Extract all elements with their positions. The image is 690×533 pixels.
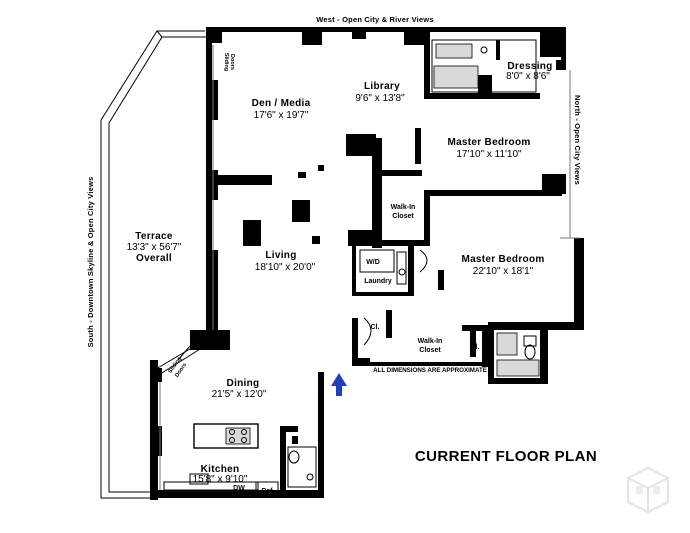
powder-room-fixtures xyxy=(287,446,317,488)
dressing-dims: 8'0" x 8'6" xyxy=(506,71,550,82)
window-lines xyxy=(159,45,580,490)
den-name: Den / Media xyxy=(252,98,311,109)
door-swings xyxy=(177,249,428,361)
south-view-label: South - Downtown Skyline & Open City Vie… xyxy=(86,177,95,348)
approximate-note: All Dimensions are Approximate xyxy=(373,367,487,374)
washer-dryer-label: W/D xyxy=(366,259,380,266)
sliding-doors-1-line2: Doors xyxy=(229,54,235,70)
west-view-label: West - Open City & River Views xyxy=(316,15,433,24)
cube-logo-icon xyxy=(627,466,669,514)
den-dims: 17'6" x 19'7" xyxy=(254,110,309,121)
dishwasher-label: DW xyxy=(233,485,245,492)
walk-in-closet-1-line2: Closet xyxy=(392,213,414,220)
dining-name: Dining xyxy=(227,378,260,389)
dressing-name: Dressing xyxy=(507,61,552,72)
living-name: Living xyxy=(265,250,296,261)
sliding-doors-1-line1: Sliding xyxy=(223,53,229,71)
terrace-dims: 13'3" x 56'7" xyxy=(127,242,182,253)
walk-in-closet-2-line1: Walk-In xyxy=(418,338,443,345)
kitchen-fixtures xyxy=(163,423,279,497)
living-dims: 18'10" x 20'0" xyxy=(255,262,316,273)
walk-in-closet-1-line1: Walk-In xyxy=(391,204,416,211)
terrace-overall: Overall xyxy=(136,253,172,264)
master-bedroom-2-dims: 22'10" x 18'1" xyxy=(473,266,534,277)
exterior-walls xyxy=(150,27,584,500)
closet-2-label: Cl. xyxy=(471,344,480,351)
walk-in-closet-2-line2: Closet xyxy=(419,347,441,354)
master-bedroom-2-name: Master Bedroom xyxy=(461,254,544,265)
master-bedroom-1-name: Master Bedroom xyxy=(447,137,530,148)
interior-walls xyxy=(218,37,562,496)
kitchen-name: Kitchen xyxy=(201,464,240,475)
kitchen-dims: 15'8" x 9'10" xyxy=(193,474,248,485)
dressing-fixtures xyxy=(431,39,537,93)
plan-title: Current Floor Plan xyxy=(415,448,597,465)
entry-arrow-icon xyxy=(331,373,347,396)
refrigerator-label: Ref xyxy=(261,488,273,495)
dining-dims: 21'5" x 12'0" xyxy=(212,389,267,400)
laundry-fixtures xyxy=(359,249,407,285)
library-dims: 9'6" x 13'8" xyxy=(355,93,405,104)
north-view-label: North - Open City Views xyxy=(573,95,582,185)
terrace-name: Terrace xyxy=(135,231,173,242)
library-name: Library xyxy=(364,81,400,92)
laundry-label: Laundry xyxy=(364,278,392,285)
closet-1-label: Cl. xyxy=(371,324,380,331)
bathroom-fixtures xyxy=(496,332,540,377)
master-bedroom-1-dims: 17'10" x 11'10" xyxy=(456,149,522,160)
